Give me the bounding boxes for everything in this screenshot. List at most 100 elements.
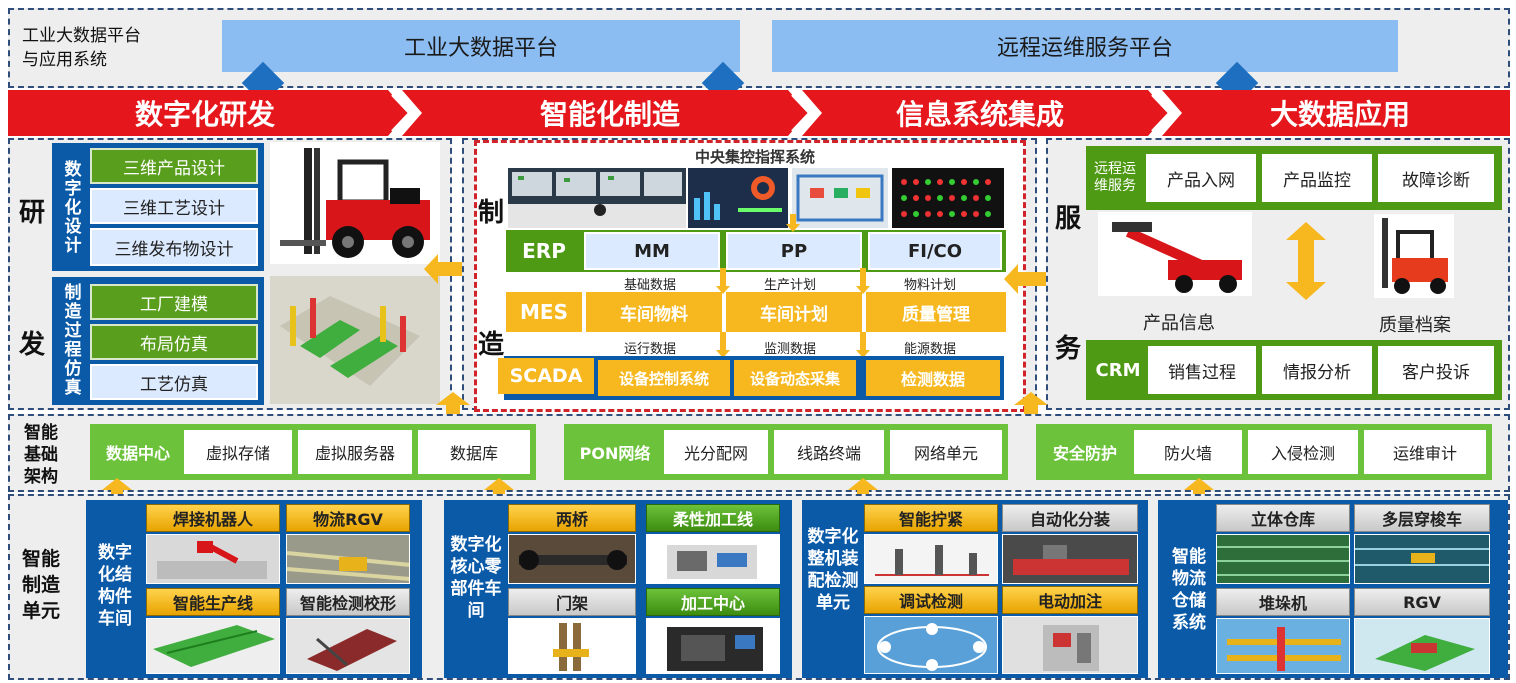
- unit-1-tab-smart-inspection[interactable]: 智能检测校形: [286, 588, 410, 616]
- unit-3-tab-auto-subassembly[interactable]: 自动化分装: [1002, 504, 1138, 532]
- data-center-label: 数据中心: [105, 444, 170, 463]
- svc-side-char-2: 务: [1054, 333, 1081, 364]
- product-info-label: 产品信息: [1143, 313, 1215, 334]
- infra-optical-dist[interactable]: 光分配网: [664, 430, 768, 474]
- arrow-label-rd: 数字化研发: [134, 98, 275, 131]
- quality-archive-label: 质量档案: [1379, 315, 1451, 336]
- unit-2-tab-two-axles[interactable]: 两桥: [508, 504, 636, 532]
- unit-4-tab-rgv[interactable]: RGV: [1354, 588, 1490, 616]
- unit-2-tab-flexible-line[interactable]: 柔性加工线: [646, 504, 780, 532]
- down-arrow: [786, 214, 800, 232]
- unit-3-tab-smart-tightening[interactable]: 智能拧紧: [864, 504, 998, 532]
- factory-simulation-image: [270, 276, 440, 404]
- dashboard-screen-2: [792, 168, 888, 228]
- pon-label: PON网络: [579, 444, 651, 463]
- down-arrow: [716, 268, 730, 294]
- svc-product-network[interactable]: 产品入网: [1146, 154, 1256, 202]
- security-label: 安全防护: [1052, 444, 1117, 463]
- flexible-line-image: [646, 534, 780, 584]
- scada-dynamic-capture[interactable]: 设备动态采集: [734, 360, 856, 396]
- unit-3-tab-electric-filling[interactable]: 电动加注: [1002, 586, 1138, 614]
- mid-label-2: 监测数据: [763, 341, 816, 357]
- unit-4-label: 智能物流仓储系统: [1172, 547, 1206, 633]
- infra-database[interactable]: 数据库: [418, 430, 530, 474]
- smart-inspection-image: [286, 618, 410, 674]
- unit-2-label: 数字化核心零部件车间: [450, 535, 502, 621]
- unit-1-tab-smart-line[interactable]: 智能生产线: [146, 588, 280, 616]
- unit-4-tab-3d-warehouse[interactable]: 立体仓库: [1216, 504, 1350, 532]
- crm-intel-analysis[interactable]: 情报分析: [1262, 346, 1372, 394]
- shuttle-image: [1354, 534, 1490, 584]
- rd-item-3d-process[interactable]: 三维工艺设计: [90, 188, 258, 224]
- arrow-label-bigdata: 大数据应用: [1269, 98, 1410, 131]
- crm-complaints[interactable]: 客户投诉: [1378, 346, 1494, 394]
- rd-side-char-2: 发: [18, 329, 45, 360]
- dashboard-screen-3: [892, 168, 1004, 228]
- mid-label-3: 能源数据: [903, 341, 956, 357]
- unit-1-tab-logistics-rgv[interactable]: 物流RGV: [286, 504, 410, 532]
- infra-network-unit[interactable]: 网络单元: [890, 430, 1002, 474]
- svc-fault-diagnosis[interactable]: 故障诊断: [1378, 154, 1494, 202]
- infra-ops-audit[interactable]: 运维审计: [1364, 430, 1486, 474]
- machining-center-image: [646, 618, 780, 674]
- mes-label: MES: [506, 292, 582, 332]
- remote-ops-label: 远程运维服务: [1094, 161, 1136, 194]
- two-axles-image: [508, 534, 636, 584]
- rd-item-factory-model[interactable]: 工厂建模: [90, 284, 258, 320]
- mes-top-label-2: 生产计划: [763, 277, 816, 293]
- forklift-image: [270, 142, 440, 264]
- infra-virtual-storage[interactable]: 虚拟存储: [184, 430, 292, 474]
- down-arrow: [716, 332, 730, 358]
- unit-1-tab-welding-robot[interactable]: 焊接机器人: [146, 504, 280, 532]
- rd-item-3d-publish[interactable]: 三维发布物设计: [90, 228, 258, 266]
- infra-line-terminal[interactable]: 线路终端: [774, 430, 884, 474]
- scada-device-control[interactable]: 设备控制系统: [598, 360, 730, 396]
- mes-quality[interactable]: 质量管理: [866, 292, 1006, 332]
- process-arrow-band: [8, 90, 1510, 136]
- unit-4-tab-stacker[interactable]: 堆垛机: [1216, 588, 1350, 616]
- remote-ops-platform: 远程运维服务平台: [772, 20, 1398, 72]
- mes-shop-material[interactable]: 车间物料: [586, 292, 722, 332]
- welding-robot-image: [146, 534, 280, 584]
- mes-top-label-3: 物料计划: [903, 277, 956, 293]
- digital-design-label: 数字化设计: [60, 159, 81, 255]
- crm-sales-process[interactable]: 销售过程: [1148, 346, 1256, 394]
- unit-1-label: 数字化结构件车间: [98, 543, 132, 629]
- erp-pp[interactable]: PP: [726, 232, 862, 270]
- erp-fico[interactable]: FI/CO: [868, 232, 1002, 270]
- logistics-rgv-image: [286, 534, 410, 584]
- down-arrow: [856, 268, 870, 294]
- unit-2-tab-machining-center[interactable]: 加工中心: [646, 588, 780, 616]
- smart-tightening-image: [864, 534, 998, 584]
- mid-label-1: 运行数据: [623, 341, 676, 357]
- rd-item-process-sim[interactable]: 工艺仿真: [90, 364, 258, 400]
- auto-subassembly-image: [1002, 534, 1138, 584]
- unit-4-tab-shuttle[interactable]: 多层穿梭车: [1354, 504, 1490, 532]
- erp-mm[interactable]: MM: [584, 232, 720, 270]
- infra-virtual-server[interactable]: 虚拟服务器: [298, 430, 412, 474]
- smart-line-image: [146, 618, 280, 674]
- rd-item-layout-sim[interactable]: 布局仿真: [90, 324, 258, 360]
- 3d-warehouse-image: [1216, 534, 1350, 584]
- mes-shop-plan[interactable]: 车间计划: [726, 292, 862, 332]
- rd-side-char-1: 研: [18, 197, 45, 228]
- central-control-title: 中央集控指挥系统: [694, 147, 815, 166]
- top-side-label: 工业大数据平台与应用系统: [22, 26, 141, 70]
- stacker-image: [1216, 618, 1350, 674]
- rd-item-3d-product[interactable]: 三维产品设计: [90, 148, 258, 184]
- control-room-image: [508, 168, 686, 228]
- electric-forklift-image: [1374, 214, 1454, 298]
- mast-image: [508, 618, 636, 674]
- scada-inspection-data[interactable]: 检测数据: [866, 360, 1000, 396]
- unit-3-tab-debug-inspection[interactable]: 调试检测: [864, 586, 998, 614]
- vertical-bidirectional-arrow: [1286, 222, 1326, 300]
- down-arrow: [856, 332, 870, 358]
- process-sim-label: 制造过程仿真: [60, 283, 81, 397]
- infra-firewall[interactable]: 防火墙: [1134, 430, 1242, 474]
- infra-intrusion-detect[interactable]: 入侵检测: [1248, 430, 1358, 474]
- erp-label: ERP: [522, 239, 566, 263]
- mfg-side-char-1: 制: [477, 197, 504, 228]
- svc-product-monitor[interactable]: 产品监控: [1262, 154, 1372, 202]
- unit-2-tab-mast[interactable]: 门架: [508, 588, 636, 616]
- arrow-label-integration: 信息系统集成: [895, 98, 1064, 131]
